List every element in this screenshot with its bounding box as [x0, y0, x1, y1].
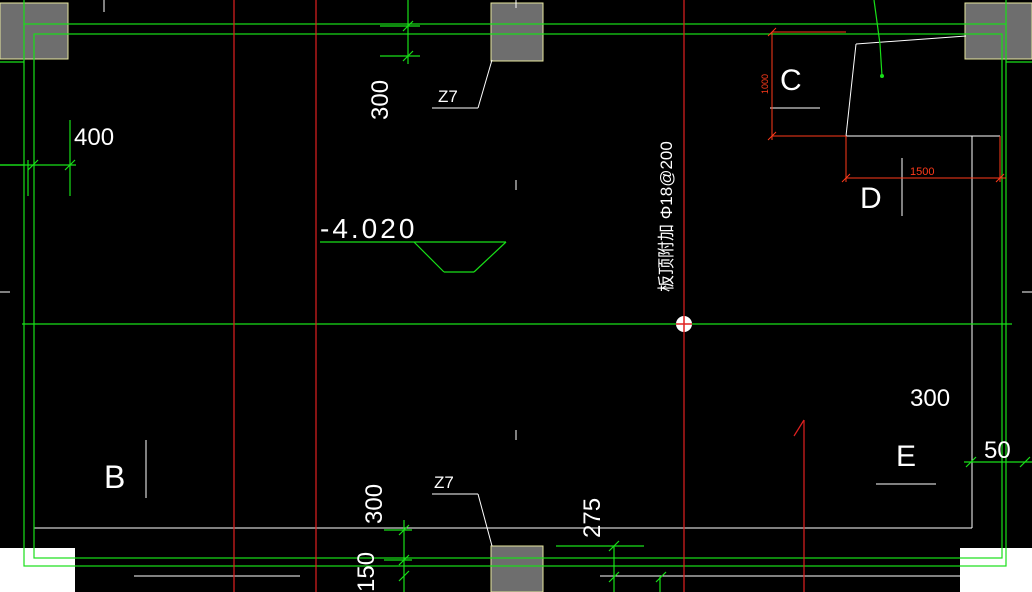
dim-bottom-150: 150 — [353, 552, 380, 592]
zone-label-b: B — [104, 459, 125, 495]
dim-bottom-275: 275 — [579, 498, 606, 538]
column-bottom-left-white[interactable] — [0, 548, 75, 592]
edge-ticks — [0, 0, 1032, 293]
column-bottom-right-white[interactable] — [960, 548, 1032, 592]
dim-right-50: 50 — [984, 437, 1011, 464]
center-node-marker[interactable] — [676, 316, 692, 332]
label-column-bottom: Z7 — [434, 473, 454, 492]
dim-bottom-300: 300 — [361, 484, 388, 524]
elevation-label: -4.020 — [320, 213, 417, 244]
column-bottom-middle[interactable] — [490, 545, 544, 592]
column-leaders — [145, 59, 936, 547]
dim-left-400: 400 — [74, 124, 114, 151]
column-top-middle[interactable] — [490, 2, 544, 62]
label-column-top: Z7 — [438, 87, 458, 106]
detail-dim-1000: 1000 — [760, 74, 770, 94]
rebar-note: 板顶附加 Φ18@200 — [657, 141, 676, 292]
zone-label-d: D — [860, 182, 882, 215]
rebar-lines — [233, 0, 805, 592]
zone-label-c: C — [780, 64, 802, 97]
slab-outline — [34, 0, 1001, 577]
slab-boundary — [0, 0, 1032, 567]
detail-dims — [767, 27, 1006, 183]
column-top-right[interactable] — [964, 2, 1032, 60]
detail-dim-1500: 1500 — [910, 166, 934, 178]
zone-label-e: E — [896, 440, 916, 473]
dim-top-300: 300 — [367, 80, 394, 120]
dim-right-300: 300 — [910, 385, 950, 412]
